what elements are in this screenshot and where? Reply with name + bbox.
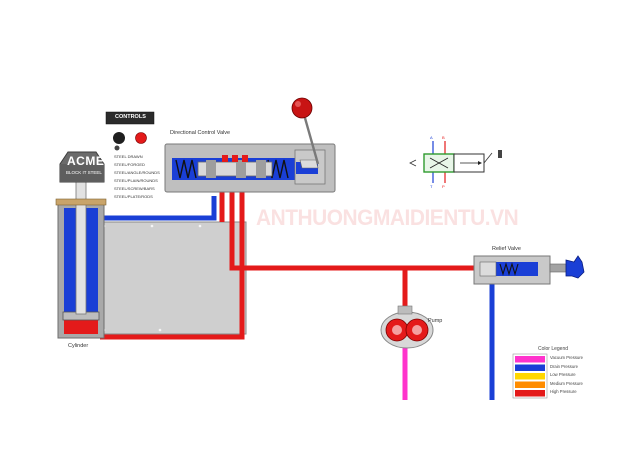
drain-pipe-cylinder xyxy=(100,196,217,221)
pressure-pipe-cylinder xyxy=(100,190,245,340)
legend-label: Low Pressure xyxy=(550,372,576,377)
svg-text:B: B xyxy=(442,135,445,140)
legend-swatch xyxy=(515,364,545,371)
legend-title: Color Legend xyxy=(538,346,569,352)
controls-panel xyxy=(105,111,155,151)
controls-title: CONTROLS xyxy=(115,114,146,120)
legend-swatch xyxy=(515,381,545,388)
controls-item: STEEL DRAWN xyxy=(114,154,143,159)
watermark: ANTHUONGMAIDIENTU.VN xyxy=(256,205,519,230)
relief-adjust-knob[interactable] xyxy=(565,255,585,279)
controls-item: STEEL/ANGLE/ROUNDS xyxy=(114,170,160,175)
press-brand: ACME xyxy=(67,154,105,168)
pump xyxy=(380,305,434,400)
relief-label: Relief Valve xyxy=(492,246,521,252)
spring-left xyxy=(175,159,197,179)
color-legend xyxy=(512,353,548,399)
valve-label: Directional Control Valve xyxy=(170,130,231,136)
controls-item: STEEL/PLAIN/ROUNDS xyxy=(114,178,158,183)
cylinder-label: Cylinder xyxy=(68,343,89,349)
controls-item: STEEL/SCREW/BARS xyxy=(114,186,155,191)
pump-label: Pump xyxy=(428,318,443,324)
directional-control-valve xyxy=(164,143,336,193)
pressure-pipe-main xyxy=(229,190,480,271)
control-knob[interactable] xyxy=(113,132,125,144)
lever-ball[interactable] xyxy=(291,97,313,119)
svg-text:A: A xyxy=(430,135,433,140)
legend-label: Drain Pressure xyxy=(550,363,578,369)
controls-item: STEEL/PLATE/RODS xyxy=(114,194,153,199)
stop-button[interactable] xyxy=(135,132,147,144)
cylinder xyxy=(55,179,107,339)
press-model: BLOCK IT STEEL xyxy=(66,170,102,175)
pressure-lines xyxy=(100,190,480,340)
relief-valve xyxy=(473,255,585,285)
legend-label: Vacuum Pressure xyxy=(550,355,583,360)
legend-label: Medium Pressure xyxy=(550,380,583,386)
press-head xyxy=(59,151,105,183)
valve-symbol: A B T P xyxy=(409,135,502,189)
legend-swatch xyxy=(515,373,545,380)
svg-text:T: T xyxy=(430,184,433,189)
reservoir-tank xyxy=(100,221,247,335)
controls-list: STEEL DRAWN STEEL/FORGED STEEL/ANGLE/ROU… xyxy=(114,154,160,199)
legend-swatch xyxy=(515,356,545,363)
legend-label: High Pressure xyxy=(550,389,577,394)
svg-text:P: P xyxy=(442,184,445,189)
controls-item: STEEL/FORGED xyxy=(114,162,145,167)
valve-lever[interactable] xyxy=(291,97,320,165)
legend-labels: Vacuum Pressure Drain Pressure Low Press… xyxy=(550,355,583,398)
drain-lines xyxy=(100,196,495,400)
legend-swatch xyxy=(515,390,545,397)
